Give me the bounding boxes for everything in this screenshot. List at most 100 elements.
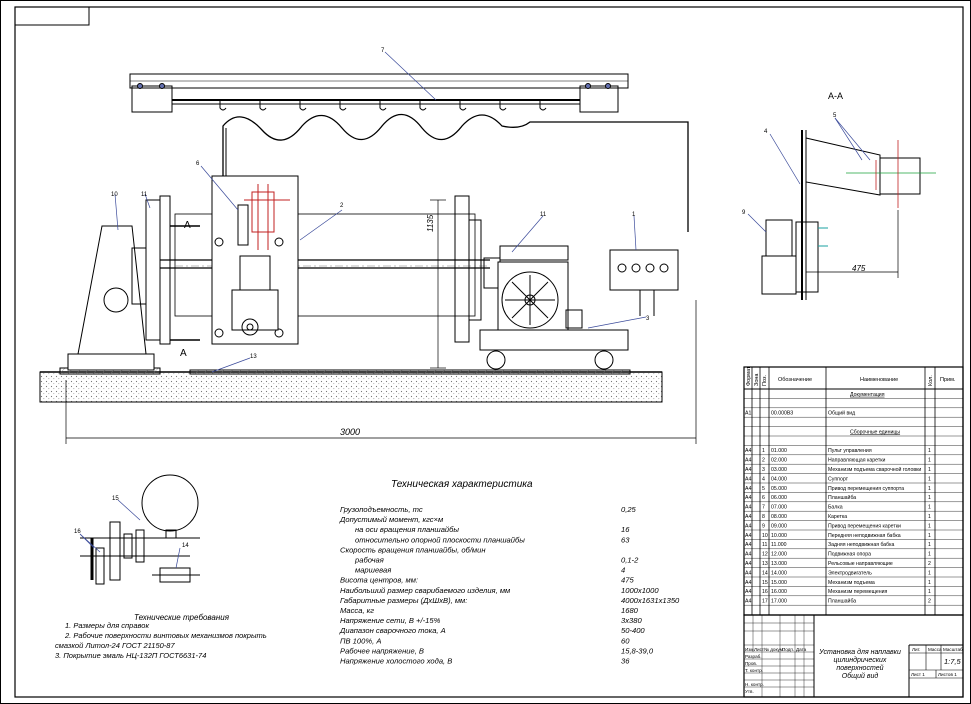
tech-char-label: Диапазон сварочного тока, А bbox=[339, 626, 446, 635]
spec-cell-pos: 10 bbox=[762, 533, 768, 539]
spec-cell-format: А4 bbox=[745, 542, 751, 548]
tech-char-value: 1000х1000 bbox=[621, 586, 659, 595]
spec-cell-code: 13.000 bbox=[771, 561, 787, 567]
spec-cell-format: А4 bbox=[745, 589, 751, 595]
col-lit: Лит. bbox=[912, 647, 921, 652]
callout-3: 3 bbox=[646, 316, 650, 322]
spec-cell-code: 12.000 bbox=[771, 552, 787, 558]
spec-cell-code: 10.000 bbox=[771, 533, 787, 539]
corner-stamp bbox=[14, 6, 90, 26]
tech-char-value: 4000х1631х1350 bbox=[621, 596, 680, 605]
tech-char-label: Допустимый момент, кгс×м bbox=[339, 515, 444, 524]
spec-cell-qty: 1 bbox=[928, 448, 931, 454]
title-line-1: Установка для наплавки bbox=[818, 648, 901, 656]
spec-cell-code: 14.000 bbox=[771, 570, 787, 576]
sheet-count: Листов 1 bbox=[938, 672, 957, 677]
spec-cell-name: Документация bbox=[850, 392, 885, 398]
spec-cell-pos: 13 bbox=[762, 561, 768, 567]
title-line-4: Общий вид bbox=[842, 672, 879, 680]
spec-cell-format: А4 bbox=[745, 467, 751, 473]
spec-cell-name: Механизм подъема bbox=[828, 580, 875, 586]
tech-char-label: Напряжение холостого хода, В bbox=[340, 657, 452, 666]
spec-cell-name: Механизм перемещения bbox=[828, 589, 887, 595]
spec-cell-name: Планшайба bbox=[828, 494, 856, 501]
spec-col-format: Формат bbox=[746, 366, 752, 386]
spec-cell-code: 09.000 bbox=[771, 523, 787, 529]
spec-cell-pos: 9 bbox=[762, 523, 765, 529]
spec-cell-code: 17.000 bbox=[771, 599, 787, 605]
dim-height: 1135 bbox=[426, 214, 435, 232]
spec-cell-pos: 17 bbox=[762, 599, 768, 605]
role-approver: Утв. bbox=[745, 689, 754, 694]
spec-cell-qty: 1 bbox=[928, 542, 931, 548]
spec-cell-format: А4 bbox=[745, 552, 751, 558]
tech-char-title: Техническая характеристика bbox=[391, 479, 533, 490]
callout-13: 13 bbox=[250, 354, 257, 360]
spec-cell-pos: 7 bbox=[762, 505, 765, 511]
spec-col-qty: Кол. bbox=[928, 375, 934, 386]
spec-cell-code: 08.000 bbox=[771, 514, 787, 520]
role-developer: Разраб. bbox=[745, 654, 762, 659]
spec-cell-format: А4 bbox=[745, 514, 751, 520]
dimension-lines bbox=[65, 199, 697, 444]
spec-cell-name: Сборочные единицы bbox=[850, 429, 900, 435]
spec-cell-qty: 2 bbox=[928, 599, 931, 605]
callout-11b: 11 bbox=[540, 212, 547, 218]
spec-cell-name: Пульт управления bbox=[828, 448, 872, 454]
callout-2: 2 bbox=[340, 203, 344, 209]
spec-cell-pos: 2 bbox=[762, 458, 765, 464]
tech-req-title: Технические требования bbox=[134, 613, 230, 622]
role-checker: Пров. bbox=[745, 661, 757, 666]
tech-req-line-2: 2. Рабочие поверхности винтовых механизм… bbox=[64, 631, 267, 640]
title-block-labels: Изм. Лист № докум. Подп. Дата Разраб. Пр… bbox=[745, 647, 963, 694]
spec-cell-format: А4 bbox=[745, 561, 751, 567]
spec-cell-code: 05.000 bbox=[771, 486, 787, 492]
cut-mark-top: A bbox=[184, 220, 191, 231]
dim-length: 3000 bbox=[340, 427, 360, 437]
spec-cell-format: А4 bbox=[745, 495, 751, 501]
spec-cell-pos: 14 bbox=[762, 570, 768, 576]
spec-cell-name: Привод перемещения суппорта bbox=[828, 486, 904, 492]
tech-char-value: 0,1-2 bbox=[621, 556, 639, 565]
spec-cell-code: 06.000 bbox=[771, 495, 787, 501]
callout-1: 1 bbox=[632, 212, 636, 218]
tech-char-label: Скорость вращения планшайбы, об/мин bbox=[340, 545, 486, 554]
tech-char-value: 1680 bbox=[621, 606, 639, 615]
spec-cell-format: А4 bbox=[745, 505, 751, 511]
section-leaders bbox=[747, 117, 871, 233]
spec-cell-name: Планшайба bbox=[828, 598, 856, 605]
spec-cell-format: А4 bbox=[745, 570, 751, 576]
tech-char-label: Грузоподъемность, тс bbox=[340, 505, 423, 514]
tech-char-label: Наибольший размер сварибаемого изделия, … bbox=[340, 586, 511, 595]
spec-cell-code: 02.000 bbox=[771, 458, 787, 464]
scheme-leaders bbox=[79, 499, 181, 569]
spec-col-code: Обозначение bbox=[778, 377, 812, 383]
sig-col-change: Изм. bbox=[745, 647, 755, 652]
tech-char-value: 4 bbox=[621, 566, 625, 575]
tech-char-label: Рабочее напряжение, В bbox=[340, 646, 424, 655]
callout-16: 16 bbox=[74, 529, 81, 535]
spec-cell-qty: 1 bbox=[928, 589, 931, 595]
tech-char-label: относительно опорной плоскости планшайбы bbox=[355, 535, 525, 544]
tech-char-label: рабочая bbox=[354, 556, 384, 565]
title-line-3: поверхностей bbox=[836, 664, 883, 672]
spec-cell-code: 15.000 bbox=[771, 580, 787, 586]
spec-cell-qty: 1 bbox=[928, 552, 931, 558]
tech-char-label: на оси вращения планшайбы bbox=[355, 525, 459, 534]
sig-col-sheet: Лист bbox=[754, 647, 765, 652]
spec-cell-name: Направляющая каретки bbox=[828, 458, 885, 464]
role-tech-control: Т. контр. bbox=[745, 668, 763, 673]
sig-col-doc: № докум. bbox=[764, 647, 784, 652]
tech-char-label: Висота центров, мм: bbox=[340, 576, 418, 585]
spec-cell-pos: 3 bbox=[762, 467, 765, 473]
spec-cell-pos: 1 bbox=[762, 448, 765, 454]
spec-cell-pos: 15 bbox=[762, 580, 768, 586]
callout-11: 11 bbox=[141, 192, 148, 198]
spec-cell-code: 00.000ВЗ bbox=[771, 411, 793, 417]
tech-char-value: 475 bbox=[621, 576, 634, 585]
spec-cell-qty: 1 bbox=[928, 495, 931, 501]
spec-cell-name: Механизм подъема сварочной головки bbox=[828, 466, 921, 473]
